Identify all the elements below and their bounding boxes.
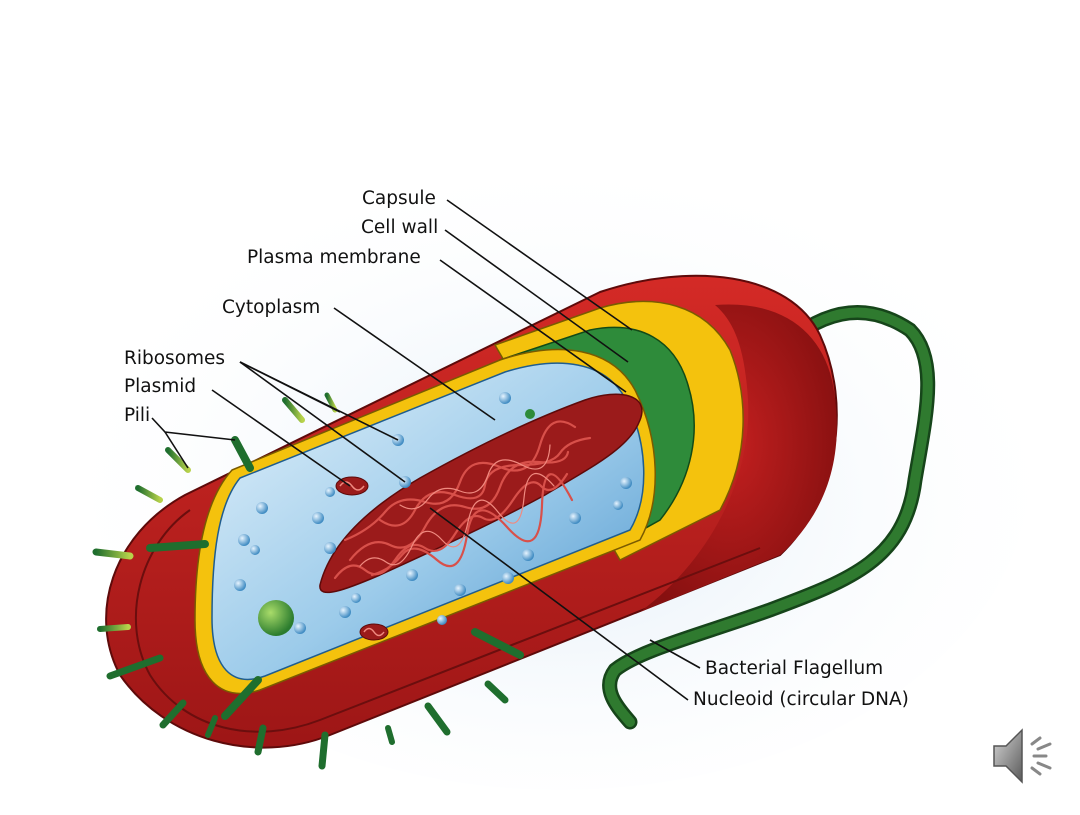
label-cell-wall: Cell wall	[361, 217, 439, 238]
label-pili: Pili	[124, 405, 151, 426]
leader-lines	[151, 199, 701, 701]
label-nucleoid: Nucleoid (circular DNA)	[693, 689, 909, 710]
speaker-icon[interactable]	[988, 720, 1060, 792]
label-bacterial-flagellum: Bacterial Flagellum	[705, 658, 884, 679]
cell-wall-rim	[134, 509, 761, 733]
capsule-end-shade	[640, 304, 837, 612]
flagellum	[604, 307, 933, 727]
pili	[87, 392, 524, 770]
plasmid-2	[359, 623, 389, 641]
label-capsule: Capsule	[362, 188, 436, 209]
label-plasmid: Plasmid	[124, 376, 197, 397]
label-ribosomes: Ribosomes	[124, 348, 226, 369]
label-plasma-membrane: Plasma membrane	[247, 247, 421, 268]
label-cytoplasm: Cytoplasm	[222, 297, 321, 318]
nucleoid	[319, 393, 643, 594]
inclusion-body	[258, 600, 294, 636]
